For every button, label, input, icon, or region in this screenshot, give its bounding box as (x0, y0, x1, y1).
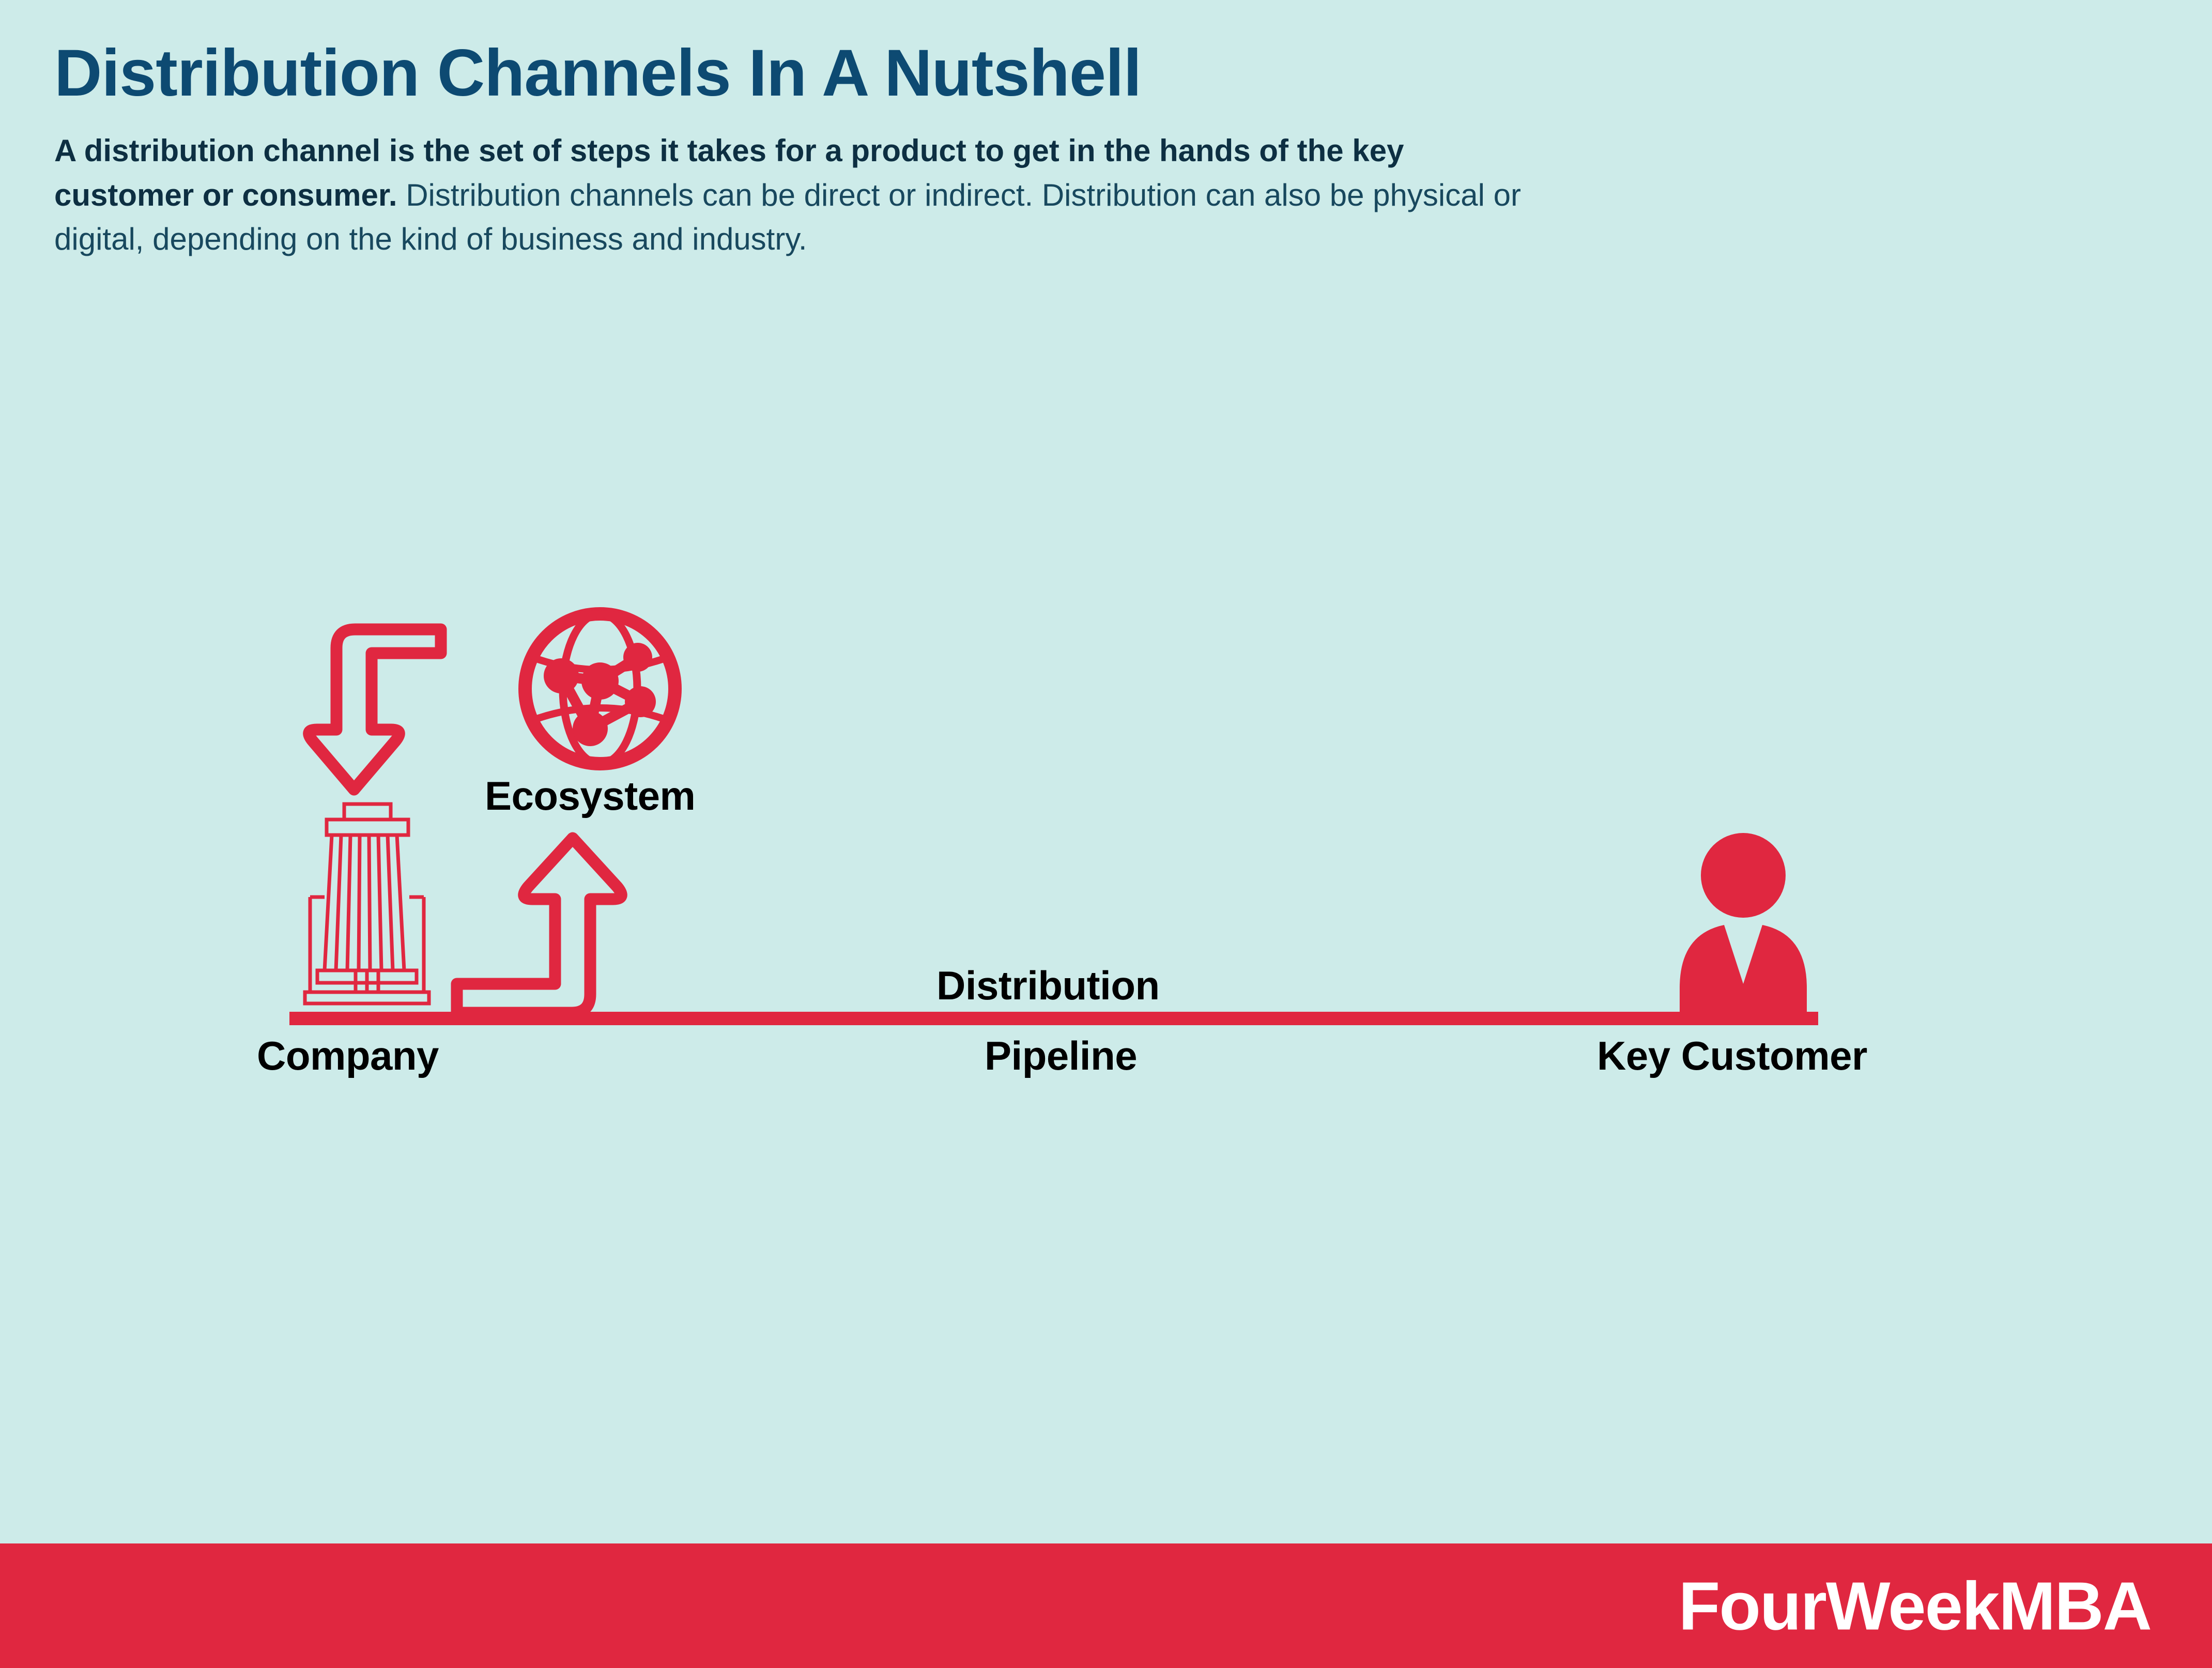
arrow-down-icon (297, 619, 447, 800)
label-ecosystem: Ecosystem (485, 773, 696, 818)
network-globe-icon (517, 606, 683, 772)
label-company: Company (257, 1033, 439, 1078)
page-title: Distribution Channels In A Nutshell (54, 36, 1142, 110)
label-distribution: Distribution (936, 963, 1160, 1008)
person-icon (1668, 833, 1818, 1025)
arrow-up-icon (450, 831, 667, 1023)
label-pipeline: Pipeline (985, 1033, 1138, 1078)
description-paragraph: A distribution channel is the set of ste… (54, 129, 1527, 261)
description-lead: A distribution channel is the set of ste… (54, 133, 1404, 212)
label-key-customer: Key Customer (1597, 1033, 1867, 1078)
factory-building-icon (295, 800, 439, 1022)
brand-logo: FourWeekMBA (1678, 1568, 2152, 1644)
description-rest: Distribution channels can be direct or i… (54, 177, 1521, 256)
header: Distribution Channels In A Nutshell A di… (54, 36, 1605, 292)
footer-bar: FourWeekMBA (0, 1543, 2212, 1668)
